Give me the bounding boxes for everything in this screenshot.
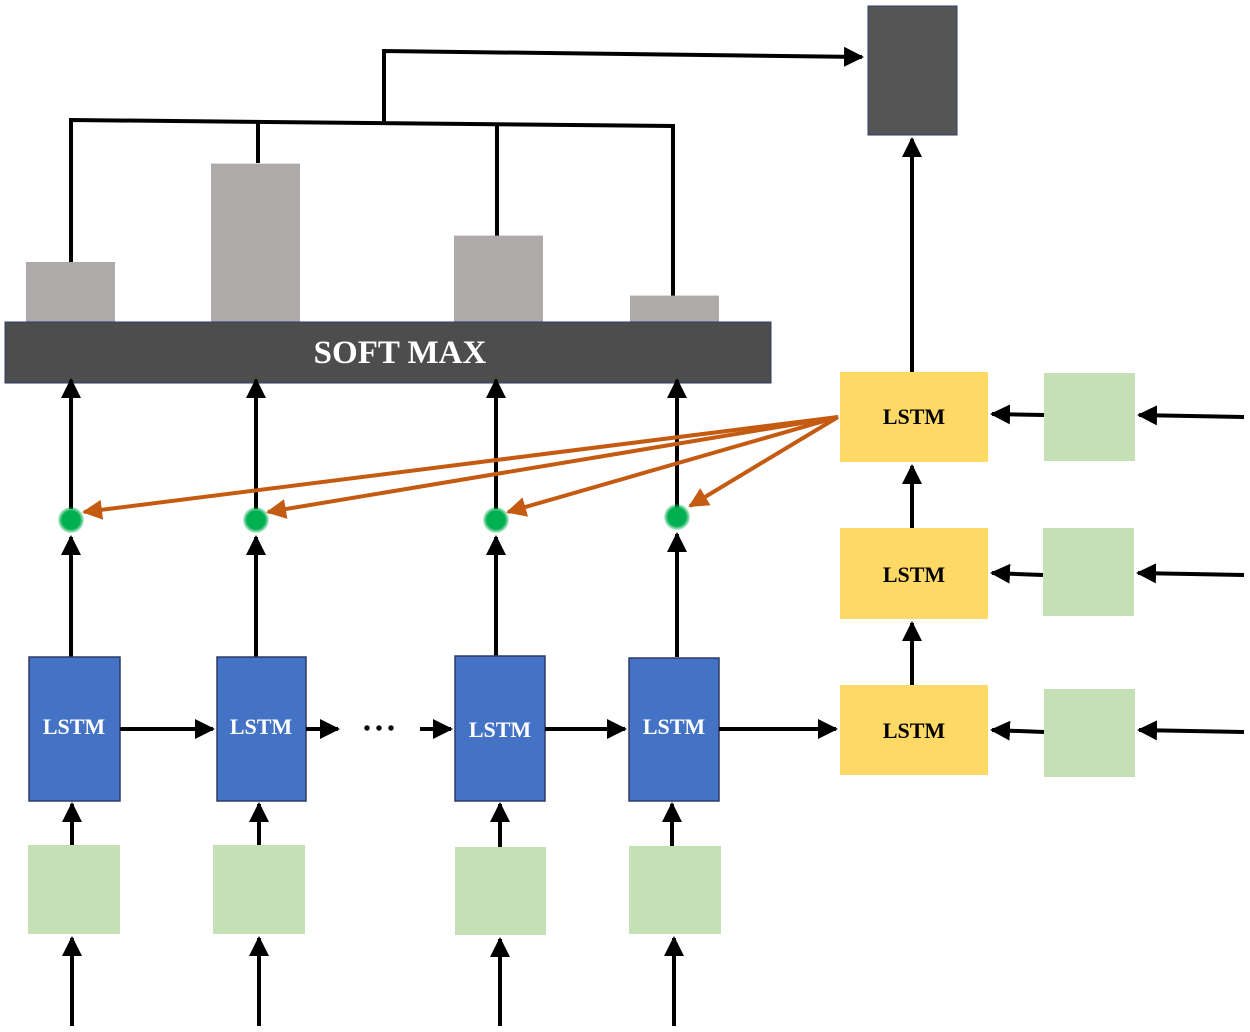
decoder-input-arrows [990, 404, 1245, 741]
sequence-ellipsis: • • • [363, 718, 394, 740]
encoder-input-arrows [62, 802, 684, 1026]
decoder-input-box [1044, 689, 1135, 777]
encoder-lstm-box [454, 655, 546, 802]
decoder-lstm-label: LSTM [883, 718, 946, 743]
encoder-inputs [28, 845, 721, 935]
encoder-input-box [455, 847, 546, 935]
encoder-lstm-label: LSTM [230, 714, 293, 739]
decoder-input-box [1044, 373, 1135, 461]
encoder-lstm-label: LSTM [469, 717, 532, 742]
decoder-column: LSTM LSTM LSTM [840, 372, 988, 775]
encoder-input-box [28, 845, 120, 934]
encoder-to-node-arrows [61, 532, 687, 657]
decoder-lstm-label: LSTM [883, 562, 946, 587]
softmax-bar [4, 321, 772, 384]
encoder-lstm-label: LSTM [643, 714, 706, 739]
decoder-lstm-box [840, 685, 988, 775]
attention-arrows [82, 415, 840, 520]
encoder-lstm-box [216, 656, 307, 802]
attention-weight-bar [211, 163, 300, 322]
output-box [867, 5, 958, 136]
attention-nodes [58, 504, 690, 533]
softmax-label: SOFT MAX [314, 335, 487, 371]
aggregation-connectors [69, 46, 864, 296]
decoder-lstm-label: LSTM [883, 404, 946, 429]
attention-weight-bars [26, 163, 719, 322]
attention-weight-bar [630, 295, 719, 322]
attention-node [58, 507, 84, 533]
decoder-input-box [1043, 528, 1134, 616]
encoder-input-box [213, 845, 305, 934]
encoder-input-box [629, 846, 721, 934]
decoder-inputs [1043, 373, 1135, 777]
decoder-lstm-box [840, 372, 988, 462]
encoder-lstm-label: LSTM [43, 714, 106, 739]
attention-node [664, 504, 690, 530]
attention-node [243, 507, 269, 533]
attention-weight-bar [26, 262, 115, 322]
attention-node [483, 507, 509, 533]
decoder-lstm-box [840, 528, 988, 619]
attention-weight-bar [454, 235, 543, 322]
